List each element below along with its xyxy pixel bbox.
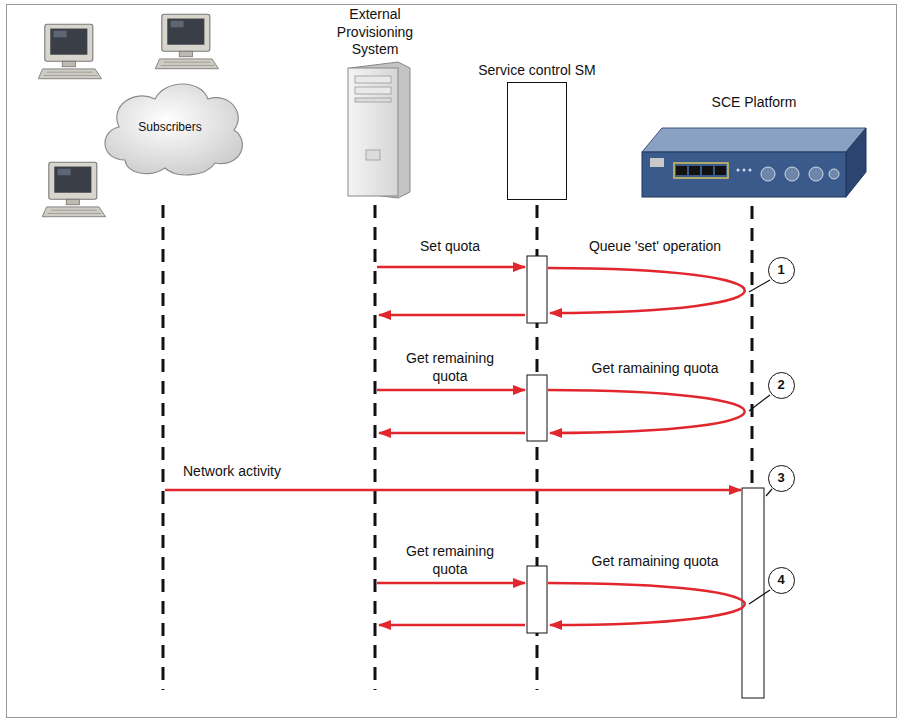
message-arrow xyxy=(377,389,525,392)
activation-bar xyxy=(527,375,547,441)
message-arrow xyxy=(377,582,525,585)
callout-text: 3 xyxy=(777,470,784,486)
message-label: Queue 'set' operation xyxy=(589,238,721,256)
messages xyxy=(165,267,745,625)
subscribers-cloud: Subscribers xyxy=(95,75,245,180)
lifeline xyxy=(374,205,377,690)
message-label: Get remaining quota xyxy=(394,543,506,578)
message-arrow xyxy=(379,624,525,627)
activation-bars xyxy=(527,256,764,698)
provisioning-system: External Provisioning System xyxy=(323,6,427,59)
leader-line xyxy=(749,280,770,292)
message-arrow xyxy=(377,266,525,269)
server-icon xyxy=(348,62,410,198)
actor-label: Subscribers xyxy=(138,120,201,135)
sce-device xyxy=(642,128,866,197)
callout-text: 1 xyxy=(777,262,784,278)
lifeline xyxy=(162,205,165,690)
callout-number: 3 xyxy=(768,465,795,492)
activation-bar xyxy=(527,566,547,633)
callout-text: 2 xyxy=(777,377,784,393)
leader-line xyxy=(749,395,770,411)
sce-platform: SCE Platform xyxy=(689,94,819,112)
message-arrow xyxy=(548,583,745,625)
message-arrow xyxy=(379,432,525,435)
computer-icon xyxy=(42,162,105,217)
message-arrow xyxy=(548,390,745,433)
cloud-shape xyxy=(105,84,242,175)
message-label: Get ramaining quota xyxy=(592,553,719,571)
message-arrow xyxy=(165,489,741,492)
callout-text: 4 xyxy=(777,572,784,588)
message-label: Get ramaining quota xyxy=(592,360,719,378)
message-arrow xyxy=(548,268,745,313)
callout-number: 4 xyxy=(768,567,795,594)
activation-bar xyxy=(742,488,764,698)
actor-label: External Provisioning System xyxy=(323,6,427,59)
service-control-box: Service control SM xyxy=(507,82,567,200)
callout-number: 1 xyxy=(768,257,795,284)
callout-leaders xyxy=(749,280,772,604)
message-label: Set quota xyxy=(420,238,480,256)
actor-label: SCE Platform xyxy=(689,94,819,112)
actor-label: Service control SM xyxy=(477,62,597,80)
computer-icon xyxy=(38,24,101,79)
leader-line xyxy=(766,489,772,496)
message-label: Network activity xyxy=(183,463,281,481)
lifelines xyxy=(163,205,752,690)
computer-icon xyxy=(155,14,218,69)
leader-line xyxy=(749,590,770,604)
activation-bar xyxy=(527,256,547,323)
message-label: Get remaining quota xyxy=(394,350,506,385)
frame xyxy=(7,5,897,718)
callout-number: 2 xyxy=(768,372,795,399)
message-arrow xyxy=(379,314,525,317)
